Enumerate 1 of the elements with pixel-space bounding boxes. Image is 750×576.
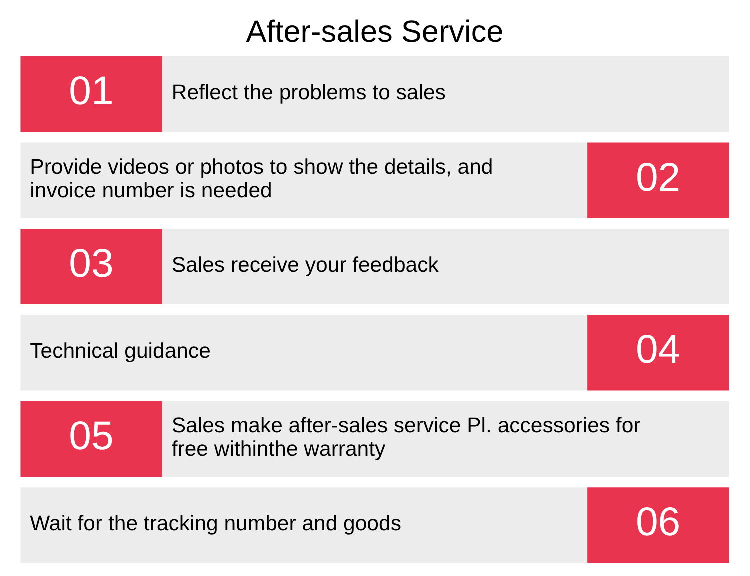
diagram-title: After-sales Service bbox=[246, 14, 504, 50]
